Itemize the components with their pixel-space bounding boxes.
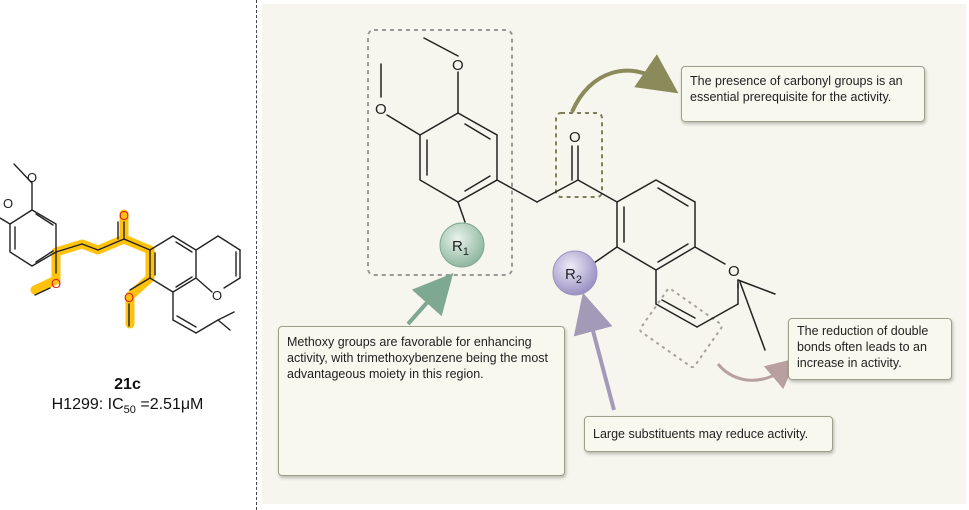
r2-bond <box>593 246 618 264</box>
carbonyl-arrow <box>570 54 679 113</box>
methoxy-note-text: Methoxy groups are favorable for enhanci… <box>287 335 549 381</box>
methoxy-region-box <box>367 29 513 276</box>
double-bond-note: The reduction of double bonds often lead… <box>788 318 952 380</box>
oxygen-atom-label: O <box>452 57 464 74</box>
oxygen-atom-label: O <box>375 101 387 118</box>
carbonyl-note: The presence of carbonyl groups is an es… <box>681 66 925 122</box>
carbonyl-oxygen-label: O <box>569 129 581 146</box>
ring-a-ortho-methoxy <box>34 251 57 296</box>
substituent-arrow <box>573 292 616 411</box>
r2-label: R2 <box>565 266 582 286</box>
oxygen-atom-label-red: O <box>51 276 61 291</box>
substituent-note: Large substituents may reduce activity. <box>584 416 833 452</box>
panel-divider <box>256 0 257 510</box>
ring-a-methoxys <box>0 163 33 225</box>
compound-panel: O O O O <box>0 0 255 510</box>
double-bond-arrow <box>716 358 797 390</box>
linker <box>496 145 618 203</box>
aryl-methoxys <box>380 37 459 136</box>
carbonyl-oxygen-label: O <box>119 208 129 223</box>
methoxy-arrow <box>406 273 454 326</box>
activity-prefix: H1299: IC <box>51 396 124 413</box>
r1-label: R1 <box>452 238 469 258</box>
r1-bond <box>457 201 466 223</box>
oxygen-atom-label-red: O <box>124 290 134 305</box>
activity-subscript: 50 <box>123 404 136 417</box>
carbonyl-region-box <box>555 112 603 198</box>
lower-ring <box>129 277 235 334</box>
compound-activity: H1299: IC50 =2.51μM <box>0 396 255 416</box>
chromene-ring <box>616 179 776 351</box>
r1-circle <box>439 222 485 268</box>
ring-oxygen-label: O <box>728 263 740 280</box>
activity-suffix: =2.51μM <box>135 396 204 413</box>
linker <box>55 221 151 253</box>
aryl-ring <box>419 112 498 203</box>
compound-21c-structure: O O O O <box>0 163 241 329</box>
oxygen-atom-label: O <box>3 196 13 211</box>
compound-name: 21c <box>114 376 141 393</box>
oxygen-atom-label: O <box>27 170 37 185</box>
double-bond-region-box <box>639 287 723 369</box>
ring-oxygen-label: O <box>212 288 222 303</box>
methoxy-note: Methoxy groups are favorable for enhanci… <box>278 326 565 476</box>
compound-21c-lower: O O <box>124 277 235 334</box>
